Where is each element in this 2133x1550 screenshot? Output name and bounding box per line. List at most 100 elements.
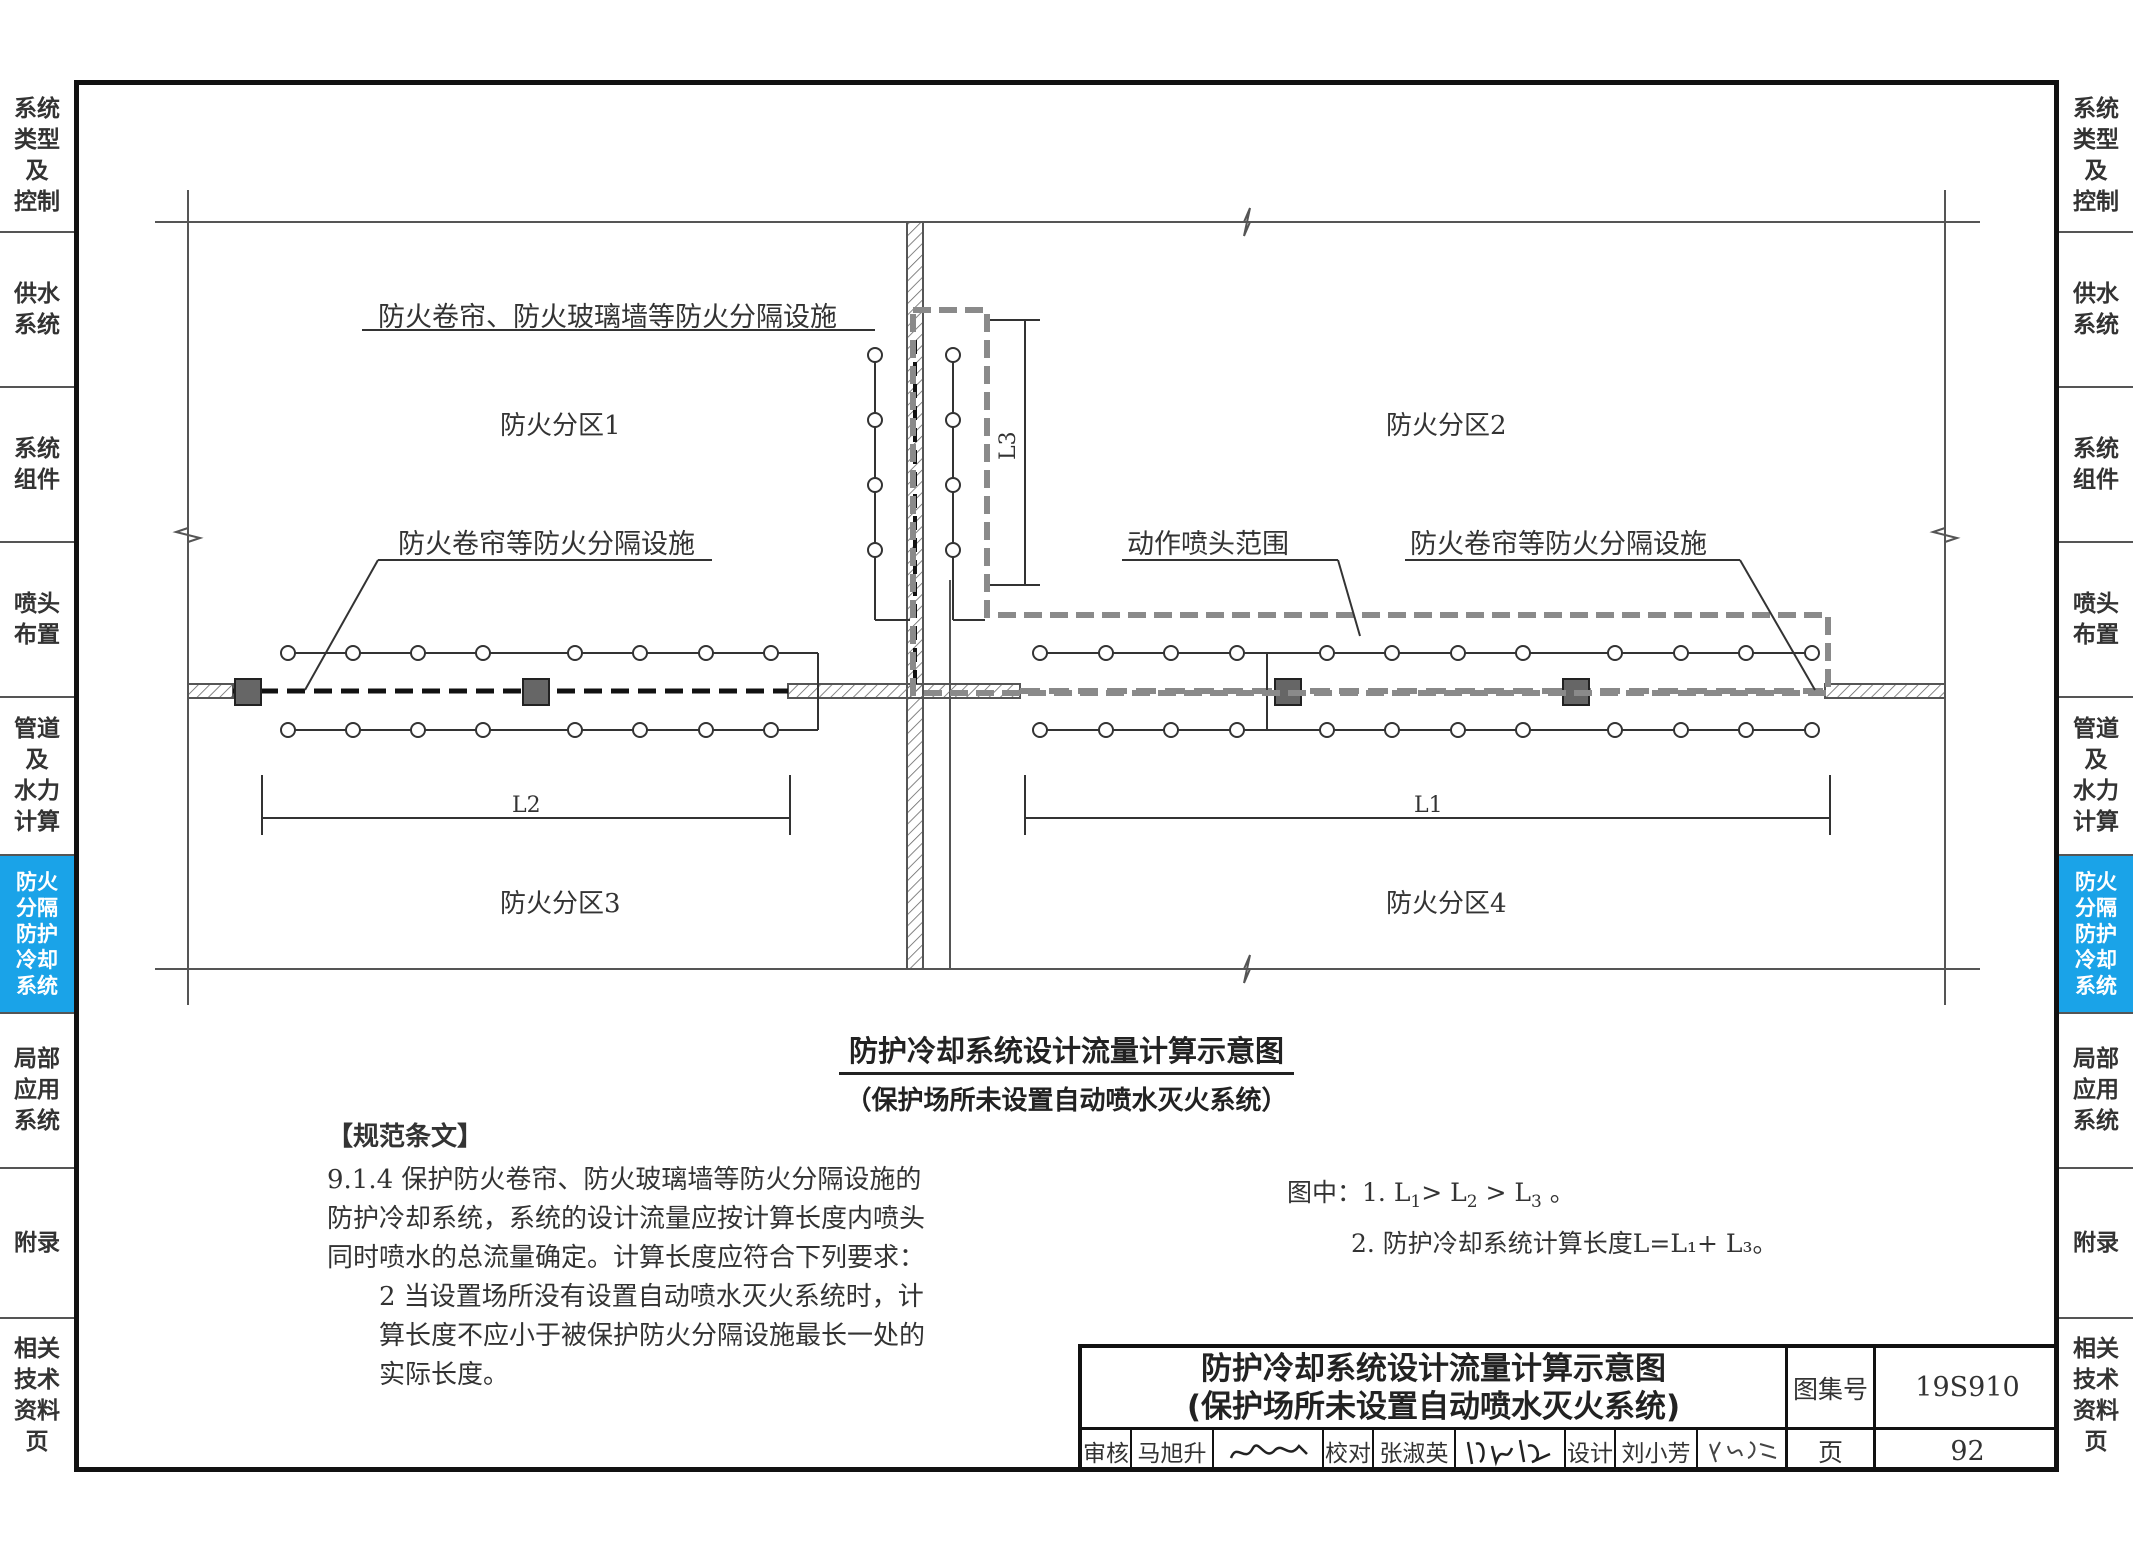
sidebar-item-related-docs[interactable]: 相关 技术 资料 页: [2073, 1335, 2119, 1455]
reviewer-name: 马旭升: [1132, 1430, 1214, 1472]
design-label: 设计: [1566, 1430, 1616, 1472]
check-label: 校对: [1324, 1430, 1374, 1472]
sprinkler-head: [280, 722, 296, 738]
sprinkler-head: [1098, 722, 1114, 738]
sprinkler-head: [867, 347, 883, 363]
shutter-left-label: 防火卷帘等防火分隔设施: [398, 529, 695, 560]
sidebar-item-piping[interactable]: 管道 及 水力 计算: [0, 698, 74, 856]
zone-4-label: 防火分区4: [1386, 889, 1507, 919]
glass-wall-label: 防火卷帘、防火玻璃墙等防火分隔设施: [378, 302, 837, 333]
sprinkler-head: [1607, 722, 1623, 738]
sprinkler-head: [867, 412, 883, 428]
sprinkler-head: [632, 722, 648, 738]
sidebar-item-appendix[interactable]: 附录: [2059, 1169, 2133, 1319]
sprinkler-head: [567, 722, 583, 738]
review-label: 审核: [1082, 1430, 1132, 1472]
sidebar-item-piping[interactable]: 管道 及 水力 计算: [2059, 698, 2133, 856]
active-sprinkler-range-boundary: [910, 307, 1831, 696]
title-block: 防护冷却系统设计流量计算示意图 (保护场所未设置自动喷水灭火系统) 图集号 19…: [1078, 1344, 2059, 1472]
sprinkler-head: [475, 645, 491, 661]
left-sidebar: 系统 类型 及 控制 供水 系统 系统 组件 喷头 布置 管道 及 水力 计算 …: [0, 80, 74, 1472]
sidebar-item-local-application[interactable]: 局部 应用 系统: [2059, 1014, 2133, 1169]
valve: [522, 678, 550, 706]
sprinkler-head: [1607, 645, 1623, 661]
sprinkler-head: [1804, 722, 1820, 738]
sidebar-item-components[interactable]: 系统 组件: [0, 388, 74, 543]
sidebar-item-sprinkler-layout[interactable]: 喷头 布置: [2059, 543, 2133, 698]
checker-name: 张淑英: [1374, 1430, 1456, 1472]
sprinkler-head: [945, 477, 961, 493]
page-label: 页: [1788, 1430, 1876, 1472]
sidebar-item-fire-separation[interactable]: 防火 分隔 防护 冷却 系统: [0, 856, 74, 1014]
atlas-number-label: 图集号: [1788, 1348, 1876, 1430]
designer-name: 刘小芳: [1616, 1430, 1698, 1472]
clause-heading: 【规范条文】: [327, 1122, 484, 1152]
l3-label: L3: [996, 431, 1021, 460]
building-outline: [155, 190, 1980, 1005]
sprinkler-head: [1738, 722, 1754, 738]
designer-signature: [1698, 1430, 1788, 1472]
sprinkler-head: [1738, 645, 1754, 661]
sprinkler-head: [763, 645, 779, 661]
sidebar-item-water-supply[interactable]: 供水 系统: [0, 233, 74, 388]
right-sidebar: 系统 类型 及 控制 供水 系统 系统 组件 喷头 布置 管道 及 水力 计算 …: [2059, 80, 2133, 1472]
sidebar-item-sprinkler-layout[interactable]: 喷头 布置: [0, 543, 74, 698]
sprinkler-head: [475, 722, 491, 738]
sprinkler-head: [945, 347, 961, 363]
sprinkler-head: [1032, 722, 1048, 738]
title-block-title: 防护冷却系统设计流量计算示意图 (保护场所未设置自动喷水灭火系统): [1082, 1348, 1788, 1430]
sidebar-item-related-docs[interactable]: 相关 技术 资料 页: [14, 1335, 60, 1455]
sprinkler-head: [1229, 722, 1245, 738]
sprinkler-head: [410, 722, 426, 738]
sprinkler-head: [1229, 645, 1245, 661]
diagram-title: 防护冷却系统设计流量计算示意图: [0, 1028, 2133, 1075]
valve: [234, 678, 262, 706]
sidebar-item-system-type[interactable]: 系统 类型 及 控制: [0, 80, 74, 233]
sprinkler-head: [945, 542, 961, 558]
sprinkler-head: [632, 645, 648, 661]
left-sprinkler-pipes: [288, 652, 819, 731]
zone-3-label: 防火分区3: [500, 889, 621, 919]
sprinkler-head: [345, 722, 361, 738]
leader-lines: [304, 329, 1816, 691]
sidebar-item-appendix[interactable]: 附录: [0, 1169, 74, 1319]
diagram-notes: 图中：1. L1> L2 > L3 。 2. 防护冷却系统计算长度L=L₁+ L…: [1287, 1172, 1778, 1265]
sprinkler-head: [1804, 645, 1820, 661]
sprinkler-head: [1032, 645, 1048, 661]
sprinkler-head: [567, 645, 583, 661]
note-1: 图中：1. L1> L2 > L3 。: [1287, 1178, 1575, 1212]
sidebar-item-water-supply[interactable]: 供水 系统: [2059, 233, 2133, 388]
sprinkler-head: [1450, 722, 1466, 738]
sprinkler-head: [1163, 722, 1179, 738]
l1-label: L1: [1414, 793, 1443, 818]
sidebar-item-system-type[interactable]: 系统 类型 及 控制: [2059, 80, 2133, 233]
drawing-frame: [74, 80, 2059, 1472]
shutter-right-label: 防火卷帘等防火分隔设施: [1410, 529, 1707, 560]
zone-1-label: 防火分区1: [500, 411, 621, 441]
checker-signature: [1456, 1430, 1566, 1472]
sprinkler-head: [280, 645, 296, 661]
sprinkler-head: [1384, 722, 1400, 738]
clause-paragraph-1: 9.1.4 保护防火卷帘、防火玻璃墙等防火分隔设施的防护冷却系统，系统的设计流量…: [327, 1165, 926, 1273]
sidebar-item-components[interactable]: 系统 组件: [2059, 388, 2133, 543]
sprinkler-head: [1163, 645, 1179, 661]
l2-label: L2: [512, 793, 541, 818]
vertical-sprinkler-pipes: [874, 340, 985, 691]
l2-dimension: [261, 775, 791, 835]
spec-clause: 【规范条文】 9.1.4 保护防火卷帘、防火玻璃墙等防火分隔设施的防护冷却系统，…: [327, 1118, 947, 1395]
page-number: 92: [1950, 1435, 1985, 1467]
l1-dimension: [1024, 775, 1831, 835]
sprinkler-head: [1098, 645, 1114, 661]
sidebar-item-local-application[interactable]: 局部 应用 系统: [0, 1014, 74, 1169]
note-2: 2. 防护冷却系统计算长度L=L₁+ L₃。: [1351, 1229, 1778, 1258]
atlas-number-value: 19S910: [1876, 1348, 2059, 1430]
diagram-subtitle: （保护场所未设置自动喷水灭火系统）: [845, 1086, 1288, 1116]
sprinkler-head: [698, 645, 714, 661]
sidebar-item-fire-separation[interactable]: 防火 分隔 防护 冷却 系统: [2059, 856, 2133, 1014]
l3-dimension: [990, 319, 1040, 586]
sprinkler-head: [1673, 645, 1689, 661]
sprinkler-head: [1515, 722, 1531, 738]
sprinkler-range-label: 动作喷头范围: [1127, 529, 1289, 560]
zone-2-label: 防火分区2: [1386, 411, 1507, 441]
